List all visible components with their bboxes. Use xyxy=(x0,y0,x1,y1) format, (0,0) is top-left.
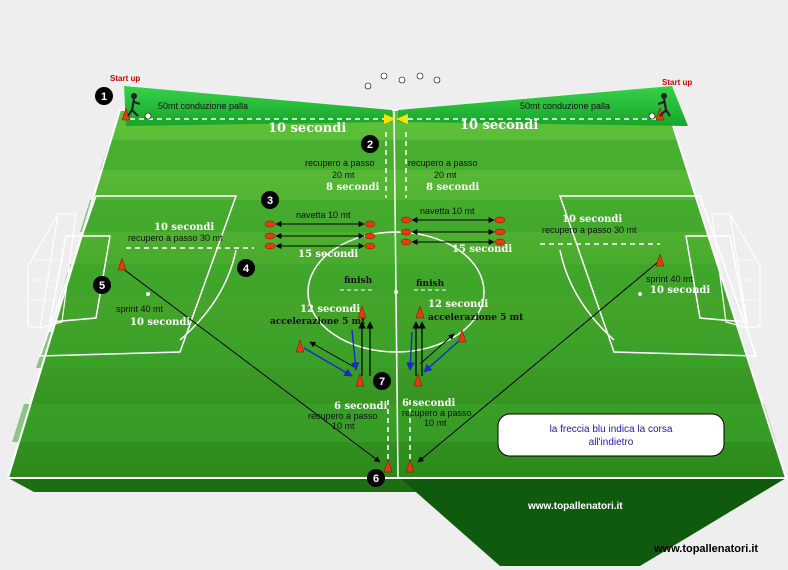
dark-zone xyxy=(400,478,786,566)
t15-right: 15 secondi xyxy=(452,244,512,255)
step1-label-left: 50mt conduzione palla xyxy=(158,101,248,111)
center-circle xyxy=(307,231,485,353)
rec30-right-1: 10 secondi xyxy=(562,214,622,225)
rec20-left-3: 8 secondi xyxy=(326,182,379,193)
t6-left-1: 6 secondi xyxy=(334,401,387,412)
step-3-marker: 3 xyxy=(267,195,273,207)
finish-left: finish xyxy=(344,276,373,286)
sprint-right-2: 10 secondi xyxy=(650,285,710,296)
t15-left: 15 secondi xyxy=(298,249,358,260)
step-2-marker: 2 xyxy=(367,139,373,151)
step-4-marker: 4 xyxy=(243,263,250,275)
player-right xyxy=(648,93,671,120)
legend-line-1: la freccia blu indica la corsa xyxy=(550,424,673,435)
goal-left xyxy=(27,213,77,329)
t12-left: 12 secondi xyxy=(300,304,360,315)
acc-right: accelerazione 5 mt xyxy=(428,313,524,323)
t6-right-2: recupero a passo xyxy=(402,408,472,418)
cones xyxy=(117,107,665,473)
navetta-right: navetta 10 mt xyxy=(420,206,475,216)
step-markers xyxy=(93,87,391,487)
acc-left: accelerazione 5 mt xyxy=(270,317,366,327)
start-label-left: Start up xyxy=(110,74,140,83)
step-5-marker: 5 xyxy=(99,280,105,292)
rec30-left-2: recupero a passo 30 mt xyxy=(128,233,223,243)
step-6-marker: 6 xyxy=(373,473,379,485)
t6-left-2: recupero a passo xyxy=(308,411,378,421)
rec20-right-2: 20 mt xyxy=(434,170,457,180)
rec20-right-3: 8 secondi xyxy=(426,182,479,193)
zone-top-right xyxy=(398,86,688,126)
rec20-left-2: 20 mt xyxy=(332,170,355,180)
player-left xyxy=(127,93,152,120)
goal-right xyxy=(711,213,761,329)
rec20-left-1: recupero a passo xyxy=(305,158,375,168)
rec30-left-1: 10 secondi xyxy=(154,222,214,233)
site-watermark-corner: www.topallenatori.it xyxy=(653,543,758,555)
t6-right-3: 10 mt xyxy=(424,418,447,428)
t6-left-3: 10 mt xyxy=(332,421,355,431)
time10-right: 10 secondi xyxy=(460,118,538,133)
site-watermark-center: www.topallenatori.it xyxy=(527,501,623,512)
step-7-marker: 7 xyxy=(379,376,385,388)
step-1-marker: 1 xyxy=(101,91,107,103)
penalty-box-left xyxy=(38,195,238,357)
rec30-right-2: recupero a passo 30 mt xyxy=(542,225,637,235)
sprint-left-1: sprint 40 mt xyxy=(116,304,164,314)
finish-right: finish xyxy=(416,279,445,289)
sprint-right-1: sprint 40 mt xyxy=(646,274,694,284)
penalty-box-right xyxy=(558,195,758,357)
time10-left: 10 secondi xyxy=(268,121,346,136)
legend-box xyxy=(497,413,725,457)
balls xyxy=(364,72,441,90)
t6-right-1: 6 secondi xyxy=(402,398,455,409)
sprint-left-2: 10 secondi xyxy=(130,317,190,328)
step1-label-right: 50mt conduzione palla xyxy=(520,101,610,111)
t12-right: 12 secondi xyxy=(428,299,488,310)
legend-line-2: all'indietro xyxy=(589,437,634,448)
start-label-right: Start up xyxy=(662,78,692,87)
rec20-right-1: recupero a passo xyxy=(408,158,478,168)
zone-top-left xyxy=(124,86,392,126)
navetta-left: navetta 10 mt xyxy=(296,210,351,220)
